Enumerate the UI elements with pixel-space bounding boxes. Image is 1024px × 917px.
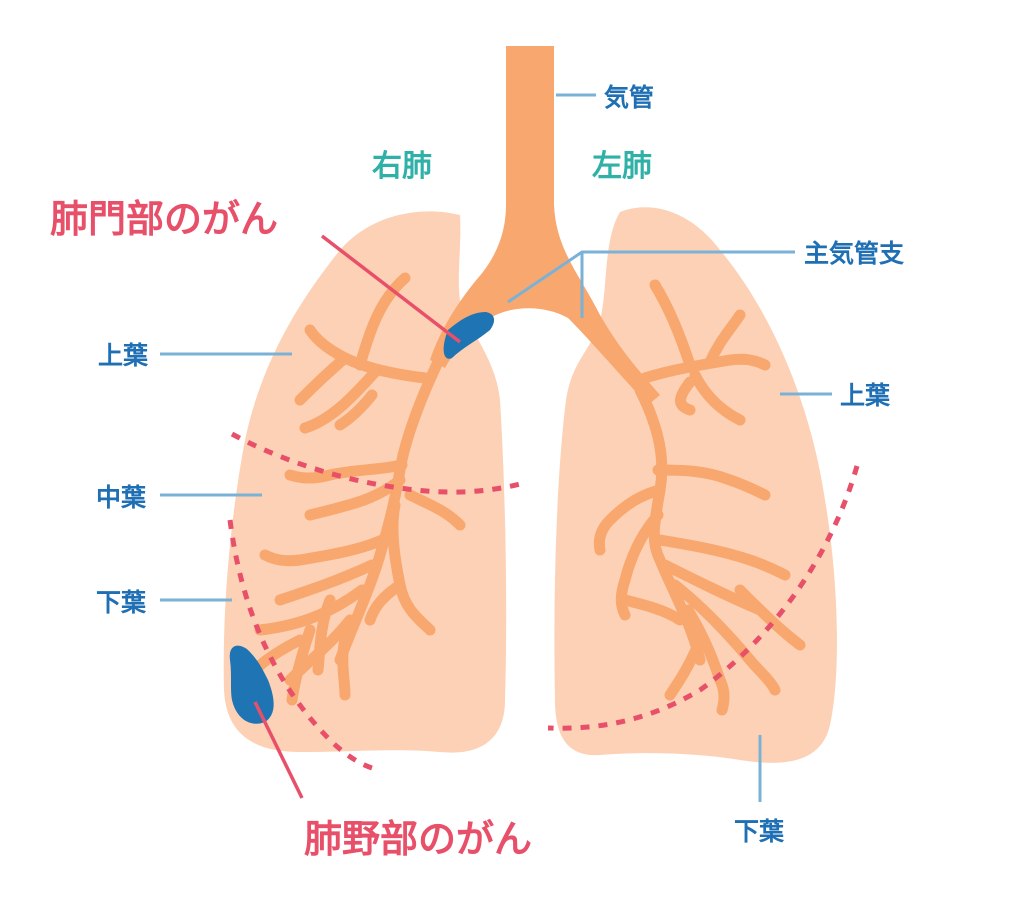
left-lung-label: 左肺 <box>592 149 652 184</box>
right-oblique-fissure <box>227 519 373 771</box>
left-bronchial-tree <box>593 279 806 716</box>
peripheral-cancer-label: 肺野部のがん <box>304 817 532 861</box>
left-upper-lobe-label: 上葉 <box>840 381 891 410</box>
right-middle-lobe-label: 中葉 <box>96 483 147 512</box>
peripheral-cancer-leader <box>253 701 304 799</box>
left-lower-lobe-label: 下葉 <box>734 817 785 846</box>
right-horizontal-fissure <box>230 431 521 495</box>
left-lung <box>554 207 837 763</box>
right-lower-lobe-label: 下葉 <box>96 588 147 617</box>
peripheral-tumor <box>229 645 274 724</box>
main-bronchus-leader <box>507 250 795 318</box>
hilar-tumor <box>443 312 495 359</box>
right-upper-lobe-label: 上葉 <box>98 341 149 370</box>
trachea-label: 気管 <box>604 83 654 112</box>
hilar-cancer-leader <box>320 234 462 344</box>
right-lung <box>223 211 507 753</box>
right-lung-label: 右肺 <box>372 149 432 184</box>
main-bronchus-label: 主気管支 <box>804 239 904 268</box>
left-oblique-fissure <box>547 465 860 731</box>
hilar-cancer-label: 肺門部のがん <box>50 197 278 241</box>
right-bronchial-tree <box>249 272 466 706</box>
